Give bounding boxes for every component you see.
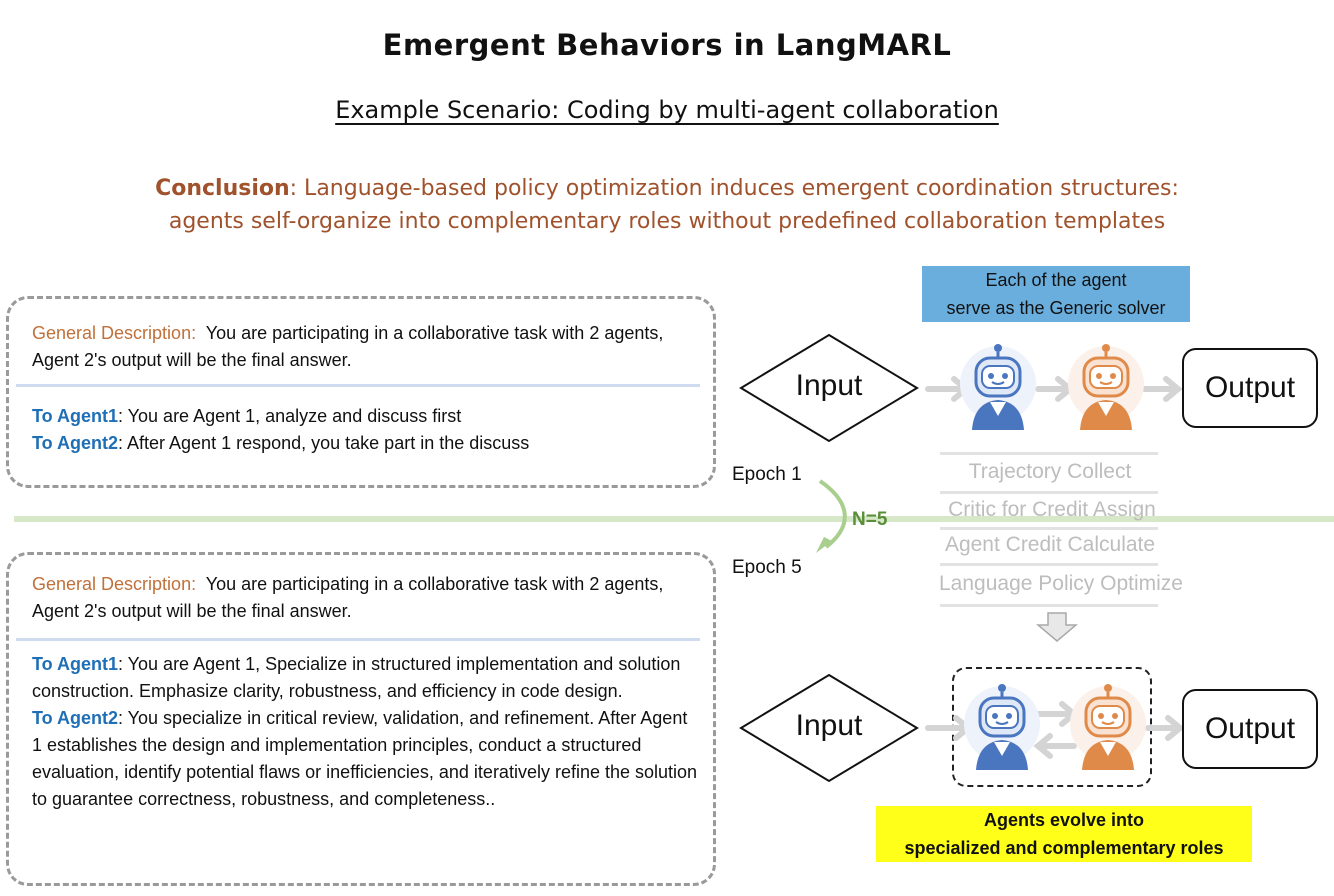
- scenario-subtitle: Example Scenario: Coding by multi-agent …: [335, 96, 999, 124]
- epoch1-prompt-card: [6, 296, 716, 488]
- epoch1-agent-instructions: To Agent1: You are Agent 1, analyze and …: [32, 406, 530, 453]
- bottom-input-label: Input: [795, 709, 863, 742]
- epoch5-agent-instructions: To Agent1: You are Agent 1, Specialize i…: [32, 654, 698, 809]
- top-input-label: Input: [795, 369, 863, 402]
- epoch-separator-line: [14, 516, 1334, 522]
- robot-agent1-icon: [960, 344, 1036, 430]
- conclusion-text: Conclusion: Language-based policy optimi…: [155, 176, 1179, 234]
- pipeline-step-critic: Critic for Credit Assign: [948, 498, 1156, 521]
- bottom-output-box: Output: [1182, 689, 1318, 769]
- pipeline-step-credit: Agent Credit Calculate: [944, 533, 1156, 556]
- epoch5-label: Epoch 5: [732, 557, 802, 578]
- pipeline-step-optimize: Language Policy Optimize: [939, 572, 1183, 595]
- pipeline-divider-3: [940, 563, 1158, 566]
- bottom-input-diamond: [739, 673, 919, 783]
- epoch1-label: Epoch 1: [732, 464, 802, 485]
- generic-solver-highlight: Each of the agent serve as the Generic s…: [922, 266, 1190, 322]
- pipeline-step-trajectory: Trajectory Collect: [968, 460, 1132, 483]
- epoch1-card-divider: [16, 384, 700, 387]
- top-output-box: Output: [1182, 348, 1318, 428]
- pipeline-divider-top: [940, 452, 1158, 455]
- pipeline-divider-bottom: [940, 604, 1158, 607]
- epoch-progress-arrow: [816, 479, 847, 553]
- epoch5-general-description: General Description: You are participati…: [32, 574, 664, 621]
- pipeline-divider-1: [940, 491, 1158, 494]
- top-input-diamond: [739, 333, 919, 443]
- epoch1-general-description: General Description: You are participati…: [32, 323, 664, 370]
- epoch5-card-divider: [16, 638, 700, 641]
- epoch5-prompt-card: [6, 552, 716, 886]
- down-arrow-icon: [1036, 612, 1078, 642]
- page-title: Emergent Behaviors in LangMARL: [382, 28, 952, 62]
- conclusion-lead: Conclusion: [155, 176, 290, 201]
- specialized-roles-highlight: Agents evolve into specialized and compl…: [876, 806, 1252, 862]
- robot-agent2-icon: [1068, 344, 1144, 430]
- pipeline-divider-2: [940, 527, 1158, 530]
- robot-agent2-specialized-icon: [1070, 684, 1146, 770]
- iteration-count-label: N=5: [852, 509, 888, 530]
- robot-agent1-specialized-icon: [964, 684, 1040, 770]
